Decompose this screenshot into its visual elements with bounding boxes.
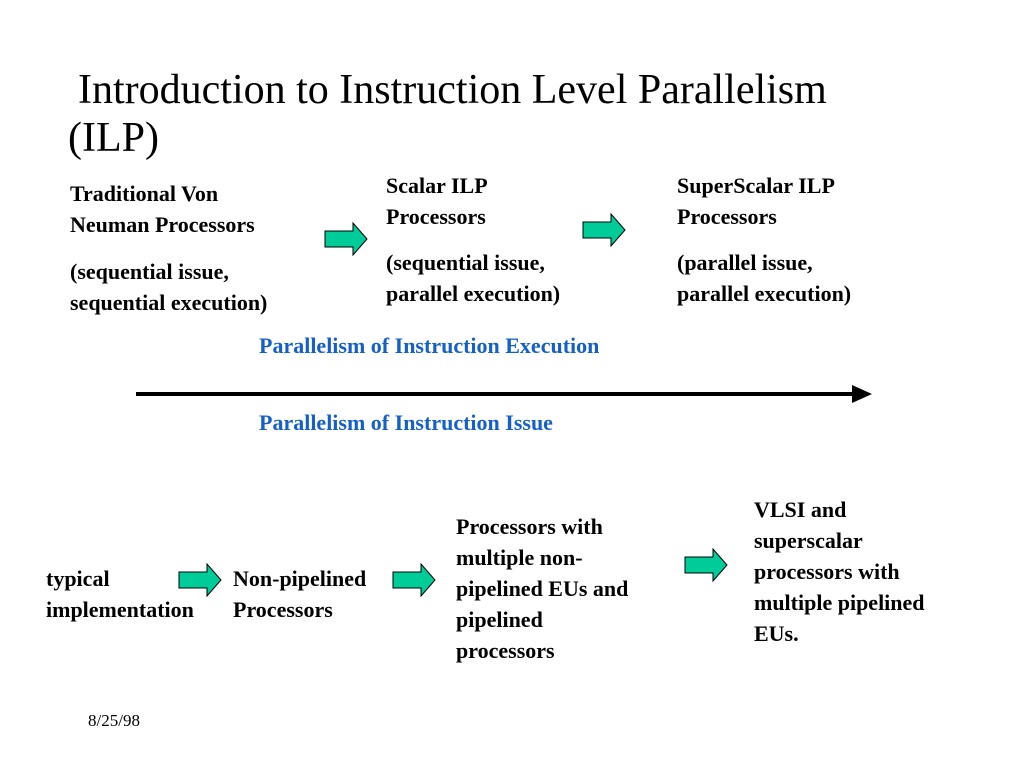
parallelism-axis-arrow [136,385,872,403]
von-neuman-desc: (sequential issue, sequential execution) [70,256,267,318]
right-arrow-icon [178,563,222,597]
non-pipelined-block: Non-pipelined Processors [233,563,366,625]
right-arrow-icon [684,548,728,582]
superscalar-ilp-desc: (parallel issue, parallel execution) [677,247,851,309]
typical-implementation-label: typical implementation [46,563,194,625]
typical-line2: implementation [46,597,194,622]
multiple-eus-line: Processors with [456,514,603,539]
vlsi-line: processors with [754,559,900,584]
scalar-ilp-name-line2: Processors [386,204,486,229]
slide-title-line2: (ILP) [68,115,159,161]
right-arrow-icon [582,213,626,247]
scalar-ilp-desc-line1: (sequential issue, [386,250,545,275]
vlsi-line: multiple pipelined [754,590,925,615]
scalar-ilp-desc: (sequential issue, parallel execution) [386,247,560,309]
superscalar-ilp-desc-line1: (parallel issue, [677,250,813,275]
slide-title: Introduction to Instruction Level Parall… [68,66,968,162]
multiple-eus-line: processors [456,638,555,663]
typical-line1: typical [46,566,110,591]
superscalar-ilp-desc-line2: parallel execution) [677,281,852,306]
scalar-ilp-desc-line2: parallel execution) [386,281,561,306]
scalar-ilp-block: Scalar ILP Processors [386,170,488,232]
right-arrow-icon [324,222,368,256]
multiple-eus-line: multiple non- [456,545,583,570]
von-neuman-desc-line2: sequential execution) [70,290,268,315]
superscalar-ilp-block: SuperScalar ILP Processors [677,170,835,232]
von-neuman-desc-line1: (sequential issue, [70,259,229,284]
multiple-eus-line: pipelined [456,607,543,632]
superscalar-ilp-name-line1: SuperScalar ILP [677,173,835,198]
issue-axis-label: Parallelism of Instruction Issue [259,410,553,435]
right-arrow-icon [392,563,436,597]
vlsi-line: EUs. [754,621,799,646]
non-pipelined-line1: Non-pipelined [233,566,367,591]
non-pipelined-line2: Processors [233,597,333,622]
von-neuman-name-line1: Traditional Von [70,181,219,206]
vlsi-line: VLSI and [754,497,847,522]
slide-title-line1: Introduction to Instruction Level Parall… [78,67,827,113]
scalar-ilp-name-line1: Scalar ILP [386,173,488,198]
von-neuman-block: Traditional Von Neuman Processors [70,178,255,240]
von-neuman-name-line2: Neuman Processors [70,212,255,237]
multiple-eus-line: pipelined EUs and [456,576,629,601]
vlsi-superscalar-block: VLSI and superscalar processors with mul… [754,494,925,649]
multiple-eus-block: Processors with multiple non- pipelined … [456,511,628,666]
execution-axis-label: Parallelism of Instruction Execution [259,333,600,358]
vlsi-line: superscalar [754,528,863,553]
superscalar-ilp-name-line2: Processors [677,204,777,229]
slide-date: 8/25/98 [88,711,140,730]
